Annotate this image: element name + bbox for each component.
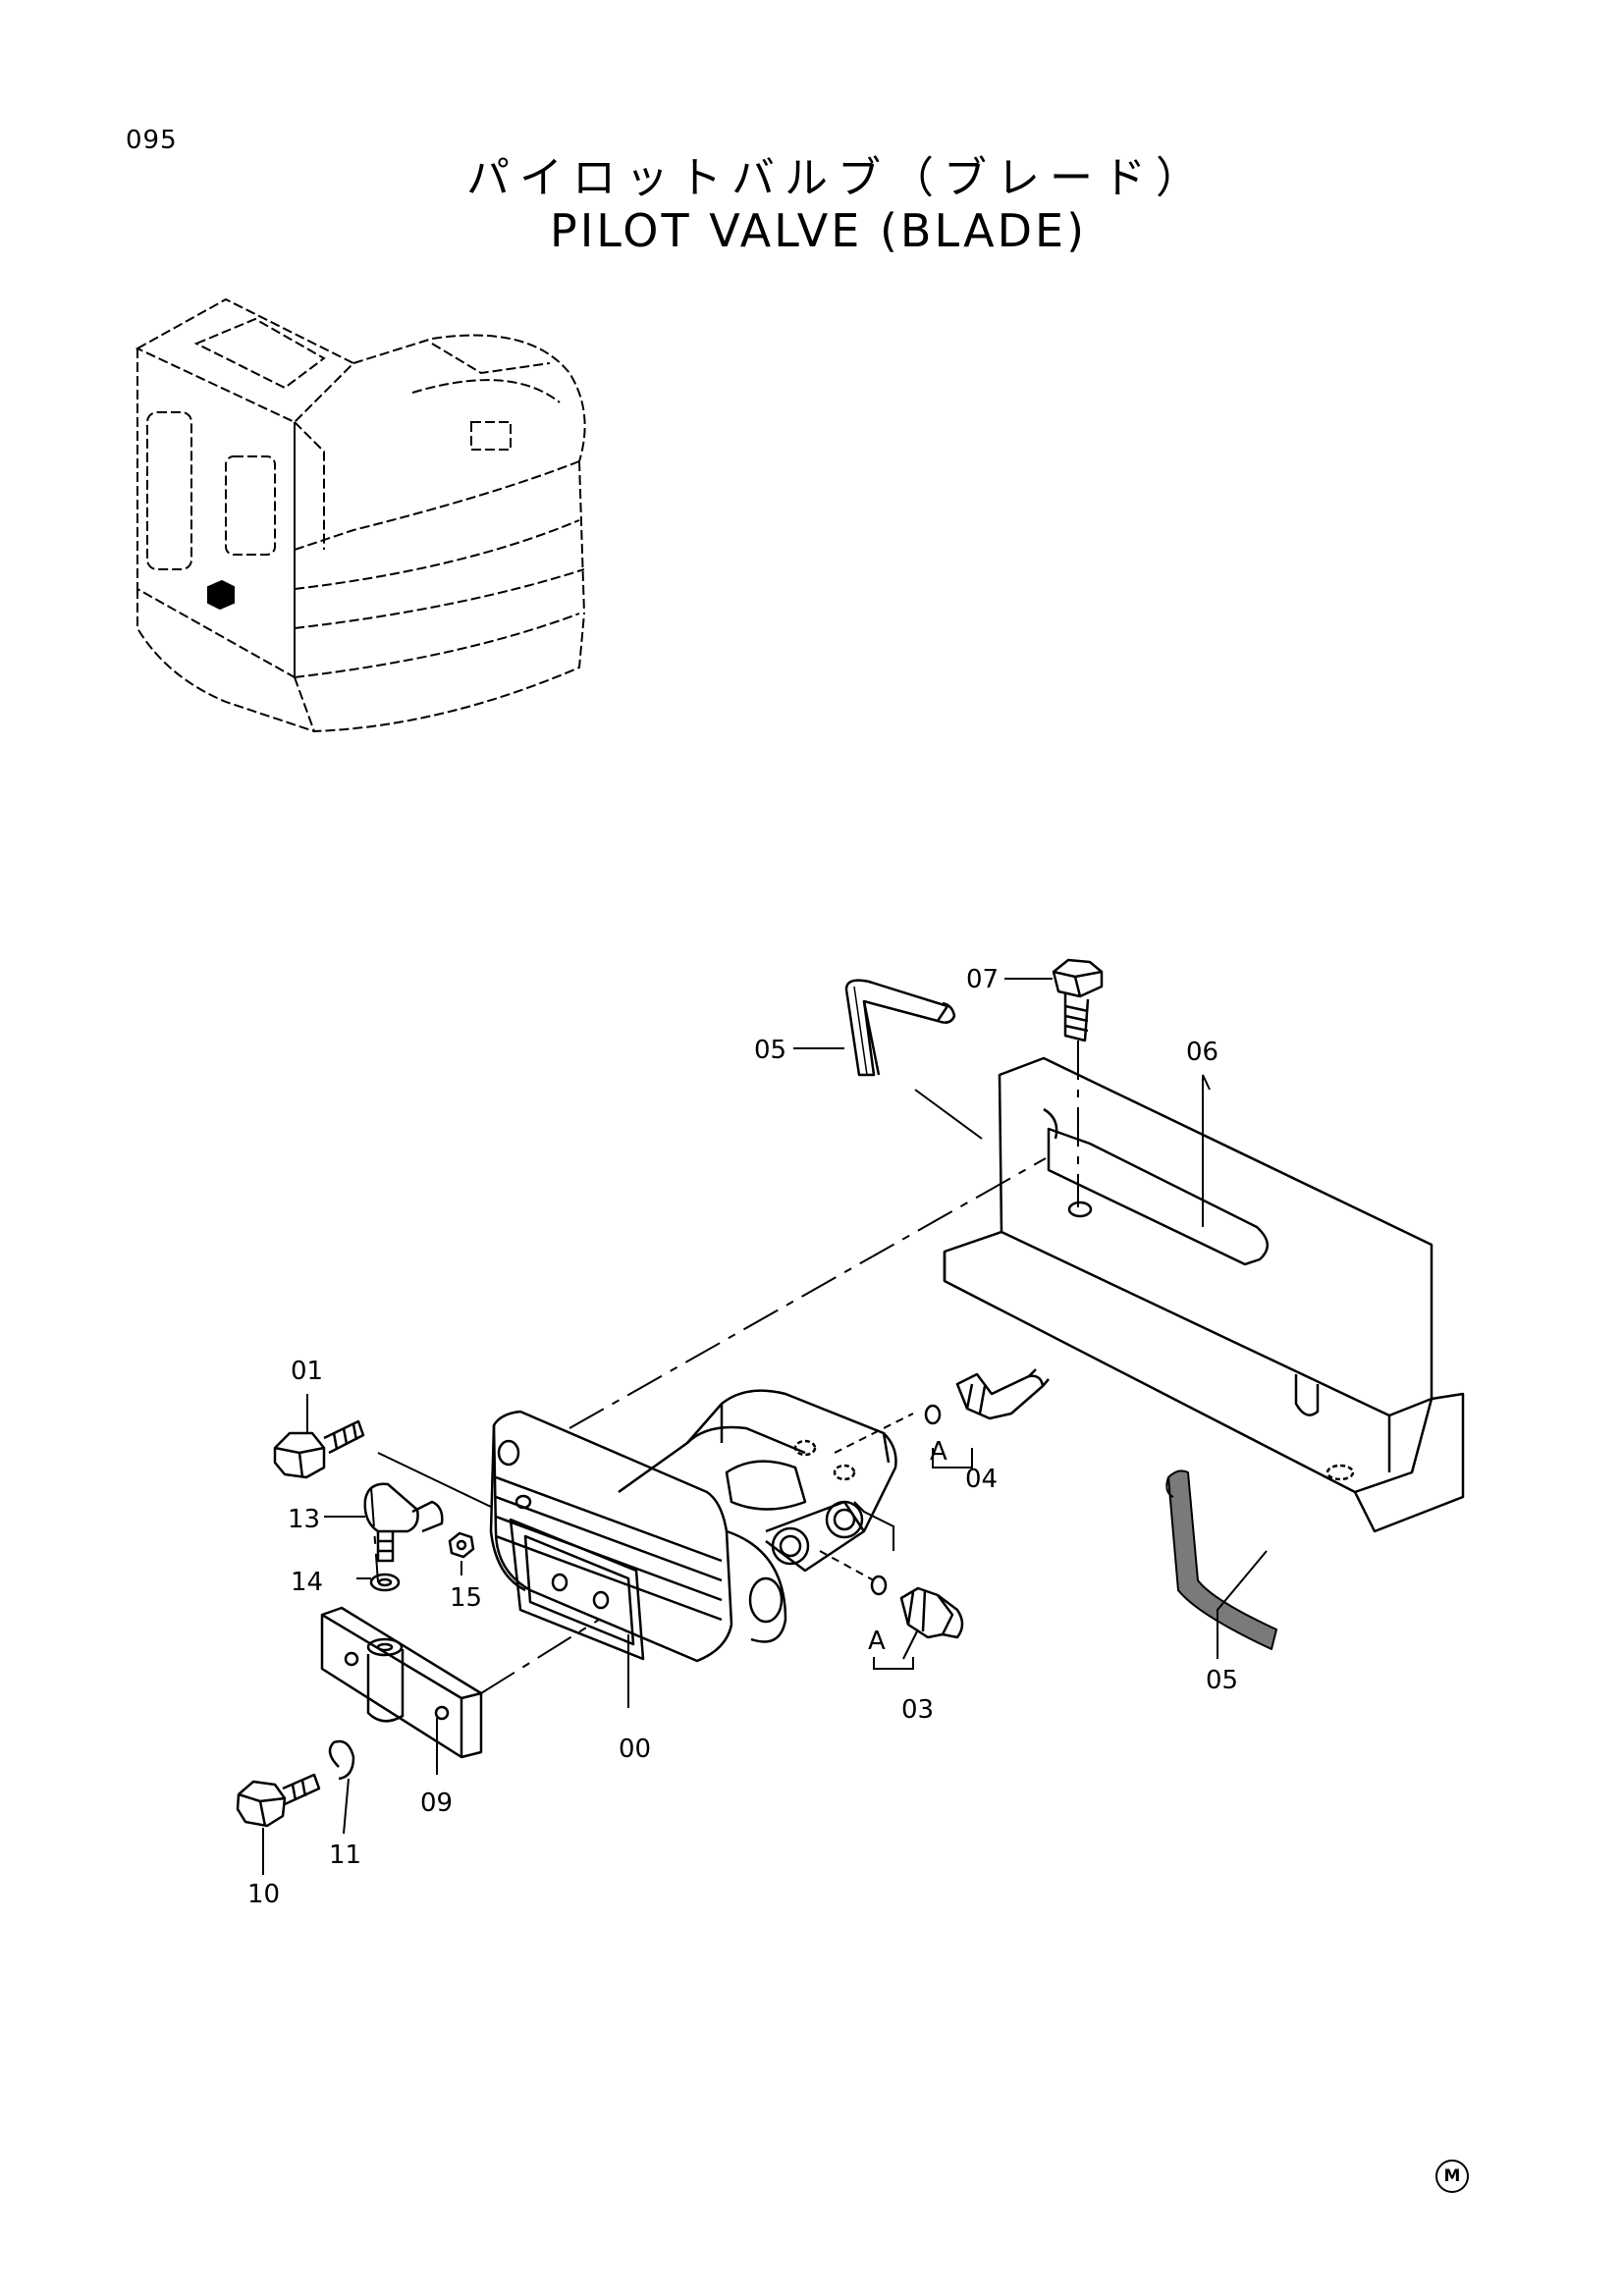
elbow-fitting-04-illustration (924, 1368, 1050, 1425)
assembly-center-lines (370, 1041, 1079, 1694)
nut-15-illustration (448, 1531, 475, 1559)
hose-lower-illustration (1165, 1469, 1277, 1650)
straight-fitting-03-illustration (870, 1575, 964, 1639)
excavator-overview-illustration (135, 297, 586, 733)
label-05-lower: 05 (1206, 1666, 1238, 1695)
bracket-illustration (943, 1056, 1465, 1533)
elbow-13-illustration (363, 1482, 444, 1563)
label-A-lower: A (868, 1627, 886, 1656)
label-01: 01 (291, 1357, 323, 1386)
page-number: 095 (126, 126, 178, 155)
label-11: 11 (329, 1841, 361, 1870)
label-14: 14 (291, 1568, 323, 1597)
bolt-upper-illustration (1052, 958, 1104, 1042)
washer-14-illustration (369, 1573, 401, 1592)
label-13: 13 (288, 1505, 320, 1534)
label-00: 00 (619, 1735, 651, 1764)
hose-upper-illustration (844, 979, 956, 1077)
label-10: 10 (247, 1880, 280, 1909)
pilot-valve-illustration (489, 1389, 897, 1663)
label-03: 03 (901, 1695, 934, 1725)
label-04: 04 (965, 1465, 998, 1494)
snap-ring-11-illustration (328, 1739, 355, 1781)
bolt-01-illustration (273, 1419, 365, 1479)
label-06: 06 (1186, 1038, 1218, 1067)
bolt-10-illustration (236, 1773, 321, 1828)
page-title-japanese: パイロットバルブ（ブレード） (466, 153, 1209, 203)
label-15: 15 (450, 1583, 482, 1613)
corner-mark-circled: M (1435, 2160, 1469, 2193)
plate-09-illustration (320, 1606, 483, 1759)
label-07: 07 (966, 965, 999, 994)
part-labels: 07 06 05 01 13 14 15 A 04 A 03 05 00 09 … (247, 965, 1238, 1909)
label-A-upper: A (930, 1437, 947, 1467)
label-05-upper: 05 (754, 1036, 786, 1065)
label-09: 09 (420, 1789, 453, 1818)
page-title-english: PILOT VALVE (BLADE) (550, 204, 1088, 257)
leader-lines (262, 978, 1268, 1875)
